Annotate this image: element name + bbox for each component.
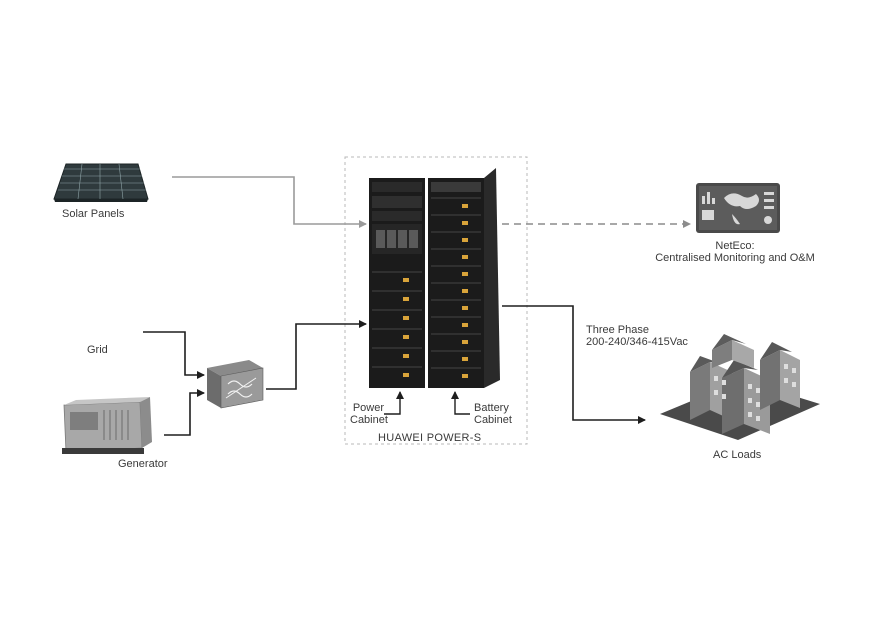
solar-panel-icon [53, 163, 149, 202]
generator-line [164, 389, 205, 436]
three-phase-label-line2: 200-240/346-415Vac [586, 336, 688, 348]
power-s-enclosure [344, 156, 528, 445]
power-cabinet [369, 178, 425, 388]
grid-line [143, 331, 205, 379]
switch-to-cabinet-line [266, 320, 367, 390]
three-phase-label-line1: Three Phase [586, 324, 649, 336]
battery-cabinet-label-line2: Cabinet [474, 414, 512, 426]
power-cabinet-pointer [384, 391, 404, 415]
three-phase-label: Three Phase 200-240/346-415Vac [586, 324, 688, 348]
battery-cabinet-label: Battery Cabinet [474, 402, 512, 426]
power-cabinet-label-line1: Power [352, 402, 384, 414]
solar-panels-label: Solar Panels [62, 208, 125, 220]
battery-cabinet-pointer [451, 391, 470, 415]
solar-to-cabinet-line [172, 176, 367, 228]
generator-icon [62, 397, 152, 454]
grid-label: Grid [87, 344, 108, 356]
switch-box-icon [207, 360, 264, 409]
power-cabinet-label-line2: Cabinet [350, 414, 388, 426]
ac-loads-label: AC Loads [713, 449, 762, 461]
power-cabinet-label: Power Cabinet [350, 402, 388, 426]
battery-cabinet-label-line1: Battery [474, 402, 509, 414]
monitoring-screen-icon [696, 183, 780, 233]
system-name-label: HUAWEI POWER-S [378, 432, 482, 444]
buildings-icon [660, 334, 820, 440]
neteco-label-line1: NetEco: [715, 240, 755, 252]
neteco-label: NetEco: Centralised Monitoring and O&M [630, 240, 840, 264]
battery-cabinet [428, 168, 500, 388]
ac-output-line [502, 305, 646, 424]
generator-label: Generator [118, 458, 168, 470]
neteco-label-line2: Centralised Monitoring and O&M [655, 252, 815, 264]
